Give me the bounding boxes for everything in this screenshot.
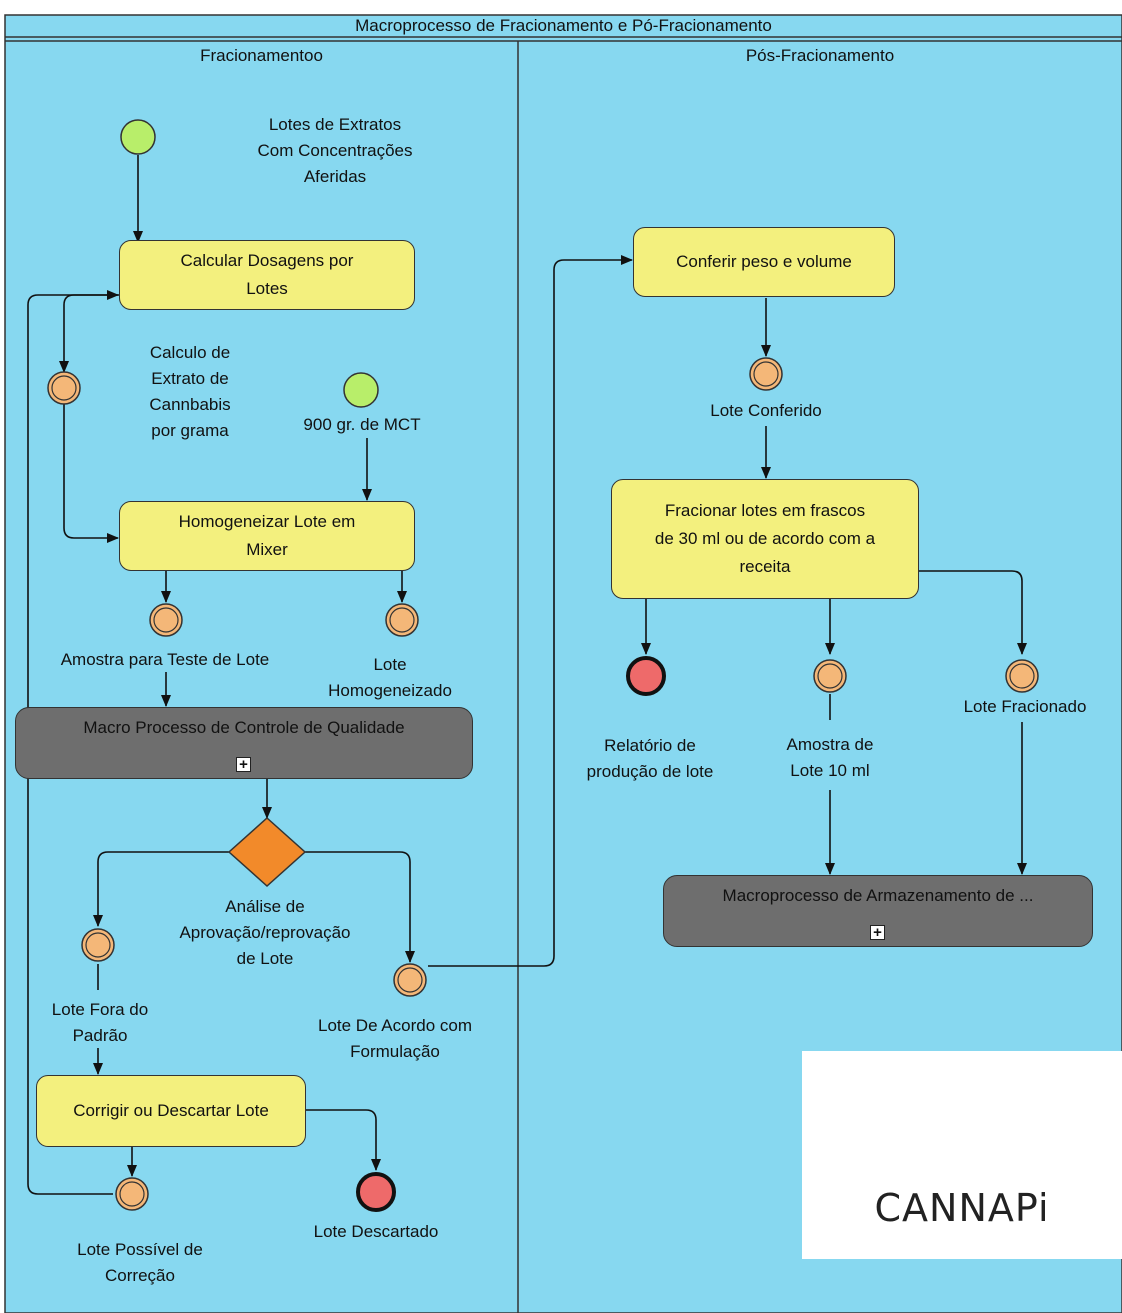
subprocess-armazenamento-label: Macroprocesso de Armazenamento de ... bbox=[722, 886, 1034, 905]
label-lote-conferido: Lote Conferido bbox=[710, 401, 822, 420]
task-corrigir-descartar[interactable]: Corrigir ou Descartar Lote bbox=[36, 1075, 306, 1147]
subprocess-controle-qualidade[interactable]: Macro Processo de Controle de Qualidade … bbox=[15, 707, 473, 779]
lane-title-pos-fracionamento: Pós-Fracionamento bbox=[745, 46, 895, 65]
lane-title-fracionamento: Fracionamentoo bbox=[200, 46, 323, 65]
expand-plus-icon[interactable]: + bbox=[236, 757, 251, 772]
expand-plus-icon[interactable]: + bbox=[870, 925, 885, 940]
label-lote-descartado: Lote Descartado bbox=[313, 1222, 439, 1241]
label-amostra-10ml: Amostra de Lote 10 ml bbox=[786, 735, 874, 780]
cannapi-logo: CANNAPi bbox=[802, 1051, 1122, 1259]
task-homogeneizar-lote[interactable]: Homogeneizar Lote em Mixer bbox=[119, 501, 415, 571]
flow-corrigir-descartado bbox=[305, 1109, 381, 1171]
intermediate-event-amostra-teste bbox=[149, 603, 183, 637]
label-lote-de-acordo: Lote De Acordo com Formulação bbox=[317, 1016, 473, 1061]
end-event-descartado bbox=[356, 1172, 396, 1212]
end-event-relatorio bbox=[626, 656, 666, 696]
label-lote-possivel-correcao: Lote Possível de Correção bbox=[77, 1240, 203, 1285]
flow-fracionar-fracionado bbox=[918, 570, 1027, 655]
intermediate-event-fracionado bbox=[1005, 659, 1039, 693]
intermediate-event-conferido bbox=[749, 357, 783, 391]
start-event-extratos bbox=[120, 119, 156, 155]
flow-acordo-conferir bbox=[428, 255, 633, 967]
label-amostra-teste: Amostra para Teste de Lote bbox=[60, 650, 270, 669]
start-event-mct bbox=[343, 372, 379, 408]
label-analise-aprovacao: Análise de Aprovação/reprovação de Lote bbox=[179, 897, 351, 968]
cannapi-logo-wordmark: CANNAPi bbox=[874, 1186, 1050, 1230]
task-fracionar-lotes[interactable]: Fracionar lotes em frascos de 30 ml ou d… bbox=[611, 479, 919, 599]
label-lote-fracionado: Lote Fracionado bbox=[963, 697, 1087, 716]
intermediate-event-amostra-10ml bbox=[813, 659, 847, 693]
label-mct: 900 gr. de MCT bbox=[303, 415, 421, 434]
intermediate-event-homogeneizado bbox=[385, 603, 419, 637]
intermediate-event-calculo bbox=[47, 371, 81, 405]
subprocess-armazenamento[interactable]: Macroprocesso de Armazenamento de ... + bbox=[663, 875, 1093, 947]
label-lotes-extratos: Lotes de Extratos Com Concentrações Afer… bbox=[257, 115, 413, 186]
pool-title: Macroprocesso de Fracionamento e Pó-Frac… bbox=[355, 16, 772, 35]
flow-gateway-acordo bbox=[305, 851, 415, 963]
intermediate-event-fora-padrao bbox=[81, 928, 115, 962]
label-lote-fora-padrao: Lote Fora do Padrão bbox=[51, 1000, 149, 1045]
flow-gateway-fora bbox=[93, 851, 229, 927]
label-lote-homogeneizado: Lote Homogeneizado bbox=[328, 655, 452, 700]
intermediate-event-de-acordo bbox=[393, 963, 427, 997]
subprocess-controle-qualidade-label: Macro Processo de Controle de Qualidade bbox=[83, 718, 405, 737]
task-conferir-peso[interactable]: Conferir peso e volume bbox=[633, 227, 895, 297]
gateway-diamond bbox=[227, 816, 307, 888]
label-relatorio-producao: Relatório de produção de lote bbox=[586, 736, 714, 781]
task-calcular-dosagens[interactable]: Calcular Dosagens por Lotes bbox=[119, 240, 415, 310]
label-calculo-extrato: Calculo de Extrato de Cannbabis por gram… bbox=[149, 343, 231, 440]
flow-calculo-homogeneizar bbox=[63, 404, 119, 543]
intermediate-event-possivel-correcao bbox=[115, 1177, 149, 1211]
